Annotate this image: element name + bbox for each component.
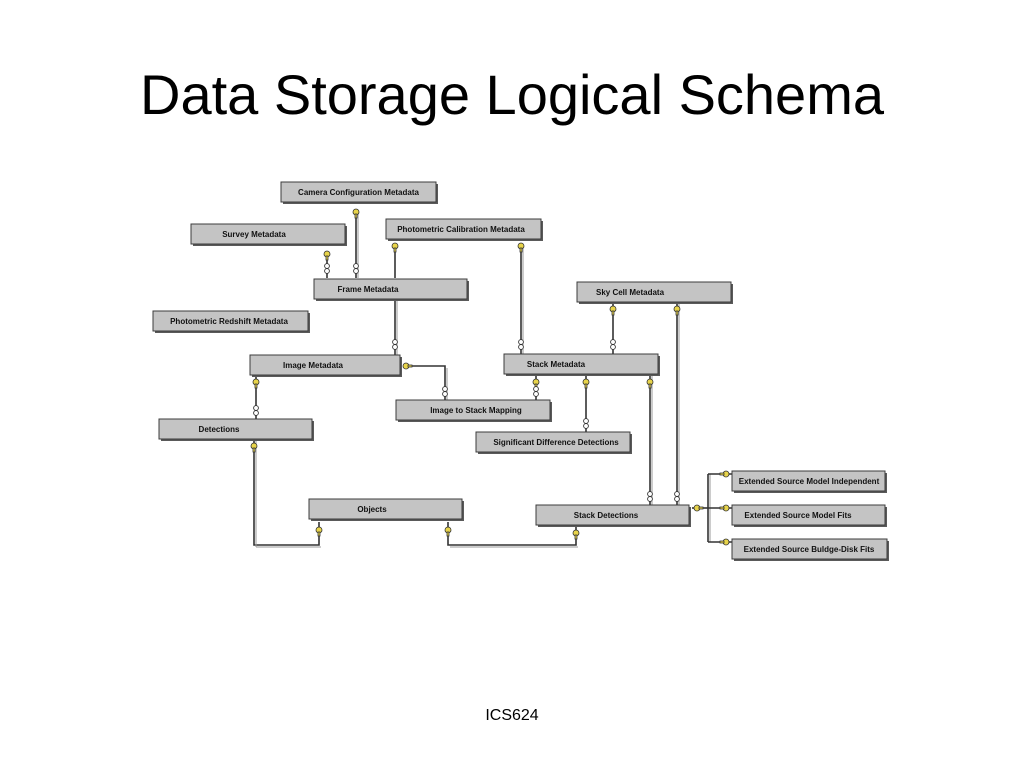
table-ext-bulge-disk-fits: Extended Source Buldge-Disk Fits bbox=[731, 538, 889, 561]
key-icon bbox=[532, 378, 540, 389]
table-image: Image Metadata bbox=[249, 354, 402, 377]
key-icon bbox=[402, 362, 413, 370]
table-label: Extended Source Model Independent bbox=[739, 477, 880, 486]
key-icon bbox=[352, 208, 360, 219]
key-icon bbox=[250, 442, 258, 453]
table-image-to-stack: Image to Stack Mapping bbox=[395, 399, 552, 422]
many-endpoint-icon bbox=[392, 339, 398, 350]
table-camera-config: Camera Configuration Metadata bbox=[280, 181, 438, 204]
table-label: Camera Configuration Metadata bbox=[298, 188, 419, 197]
table-label: Image to Stack Mapping bbox=[430, 406, 522, 415]
table-label: Significant Difference Detections bbox=[493, 438, 619, 447]
key-icon bbox=[719, 504, 730, 512]
table-photometric-calibration: Photometric Calibration Metadata bbox=[385, 218, 543, 241]
key-icon bbox=[315, 526, 323, 537]
key-icon bbox=[646, 378, 654, 389]
relationship-lines bbox=[253, 210, 732, 548]
key-icon bbox=[517, 242, 525, 253]
many-endpoint-icon bbox=[610, 339, 616, 350]
table-label: Survey Metadata bbox=[222, 230, 286, 239]
table-ext-model-fits: Extended Source Model Fits bbox=[731, 504, 887, 527]
many-endpoint-icon bbox=[674, 491, 680, 502]
many-endpoint-icon bbox=[518, 339, 524, 350]
key-icon bbox=[572, 529, 580, 540]
key-icon bbox=[719, 538, 730, 546]
table-label: Stack Metadata bbox=[527, 360, 586, 369]
key-icon bbox=[609, 305, 617, 316]
many-endpoint-icon bbox=[647, 491, 653, 502]
table-sky-cell: Sky Cell Metadata bbox=[576, 281, 733, 304]
table-label: Stack Detections bbox=[574, 511, 639, 520]
table-label: Photometric Calibration Metadata bbox=[397, 225, 525, 234]
many-endpoint-icon bbox=[253, 405, 259, 416]
key-icon bbox=[444, 526, 452, 537]
relationship-endpoints bbox=[250, 208, 730, 546]
many-endpoint-icon bbox=[583, 418, 589, 429]
table-label: Extended Source Model Fits bbox=[744, 511, 852, 520]
key-icon bbox=[391, 242, 399, 253]
table-stack: Stack Metadata bbox=[503, 353, 660, 376]
table-label: Objects bbox=[357, 505, 387, 514]
table-label: Sky Cell Metadata bbox=[596, 288, 665, 297]
slide-title: Data Storage Logical Schema bbox=[140, 63, 884, 126]
many-endpoint-icon bbox=[533, 386, 539, 397]
many-endpoint-icon bbox=[442, 386, 448, 397]
table-label: Extended Source Buldge-Disk Fits bbox=[744, 545, 875, 554]
many-endpoint-icon bbox=[324, 263, 330, 274]
table-frame: Frame Metadata bbox=[313, 278, 469, 301]
table-detections: Detections bbox=[158, 418, 314, 441]
many-endpoint-icon bbox=[353, 263, 359, 274]
table-label: Image Metadata bbox=[283, 361, 344, 370]
table-objects: Objects bbox=[308, 498, 464, 521]
key-icon bbox=[252, 378, 260, 389]
table-survey: Survey Metadata bbox=[190, 223, 347, 246]
table-photometric-redshift: Photometric Redshift Metadata bbox=[152, 310, 310, 333]
key-icon bbox=[719, 470, 730, 478]
table-label: Detections bbox=[199, 425, 240, 434]
slide-footer: ICS624 bbox=[485, 707, 539, 724]
table-significant-difference: Significant Difference Detections bbox=[475, 431, 632, 454]
table-label: Frame Metadata bbox=[338, 285, 399, 294]
key-icon bbox=[673, 305, 681, 316]
key-icon bbox=[323, 250, 331, 261]
key-icon bbox=[582, 378, 590, 389]
table-ext-model-independent: Extended Source Model Independent bbox=[731, 470, 887, 493]
table-stack-detections: Stack Detections bbox=[535, 504, 691, 527]
table-label: Photometric Redshift Metadata bbox=[170, 317, 288, 326]
key-icon bbox=[693, 504, 704, 512]
